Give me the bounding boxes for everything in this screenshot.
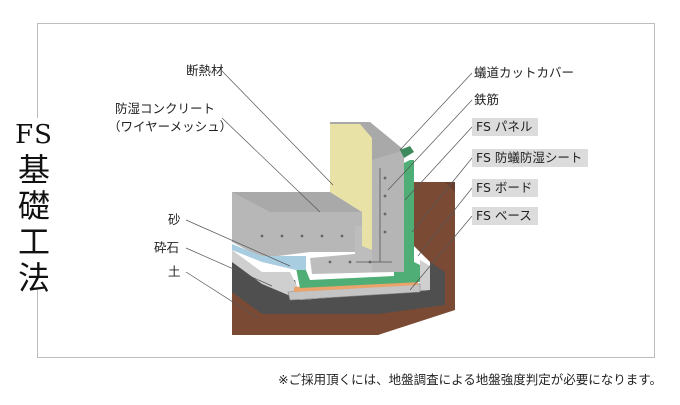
label-rebar: 鉄筋 bbox=[474, 92, 500, 107]
termite-cut-cover bbox=[400, 146, 414, 158]
label-moisture-proof-concrete: 防湿コンクリート bbox=[115, 101, 216, 116]
concrete-slab-top bbox=[232, 192, 362, 212]
label-fs-base: FS ベース bbox=[472, 207, 538, 225]
label-soil: 土 bbox=[168, 264, 181, 279]
gravel-layer bbox=[232, 258, 445, 314]
label-gravel: 砕石 bbox=[154, 240, 180, 255]
title-char-3: 工 bbox=[17, 223, 50, 261]
label-insulation: 断熱材 bbox=[186, 63, 224, 78]
wall-concrete-face bbox=[372, 150, 404, 272]
rebar-lines bbox=[356, 168, 392, 263]
label-termite-cut-cover: 蟻道カットカバー bbox=[474, 65, 575, 80]
label-fs-sheet: FS 防蟻防湿シート bbox=[472, 149, 589, 167]
rebar-dots bbox=[260, 176, 387, 264]
title-char-1: 基 bbox=[17, 151, 50, 189]
vertical-title: FS 基 礎 工 法 bbox=[14, 118, 54, 296]
title-char-4: 法 bbox=[17, 259, 50, 297]
label-wire-mesh: （ワイヤーメッシュ） bbox=[108, 119, 233, 134]
title-char-2: 礎 bbox=[17, 187, 50, 225]
footnote: ※ご採用頂くには、地盤調査による地盤強度判定が必要になります。 bbox=[278, 372, 662, 387]
title-fs: FS bbox=[15, 120, 53, 150]
label-fs-board: FS ボード bbox=[472, 179, 539, 197]
leader-lines bbox=[185, 70, 473, 319]
soil-top bbox=[413, 182, 455, 192]
label-sand: 砂 bbox=[168, 212, 181, 227]
insulation-panel bbox=[330, 124, 372, 250]
label-fs-panel: FS パネル bbox=[472, 118, 539, 136]
